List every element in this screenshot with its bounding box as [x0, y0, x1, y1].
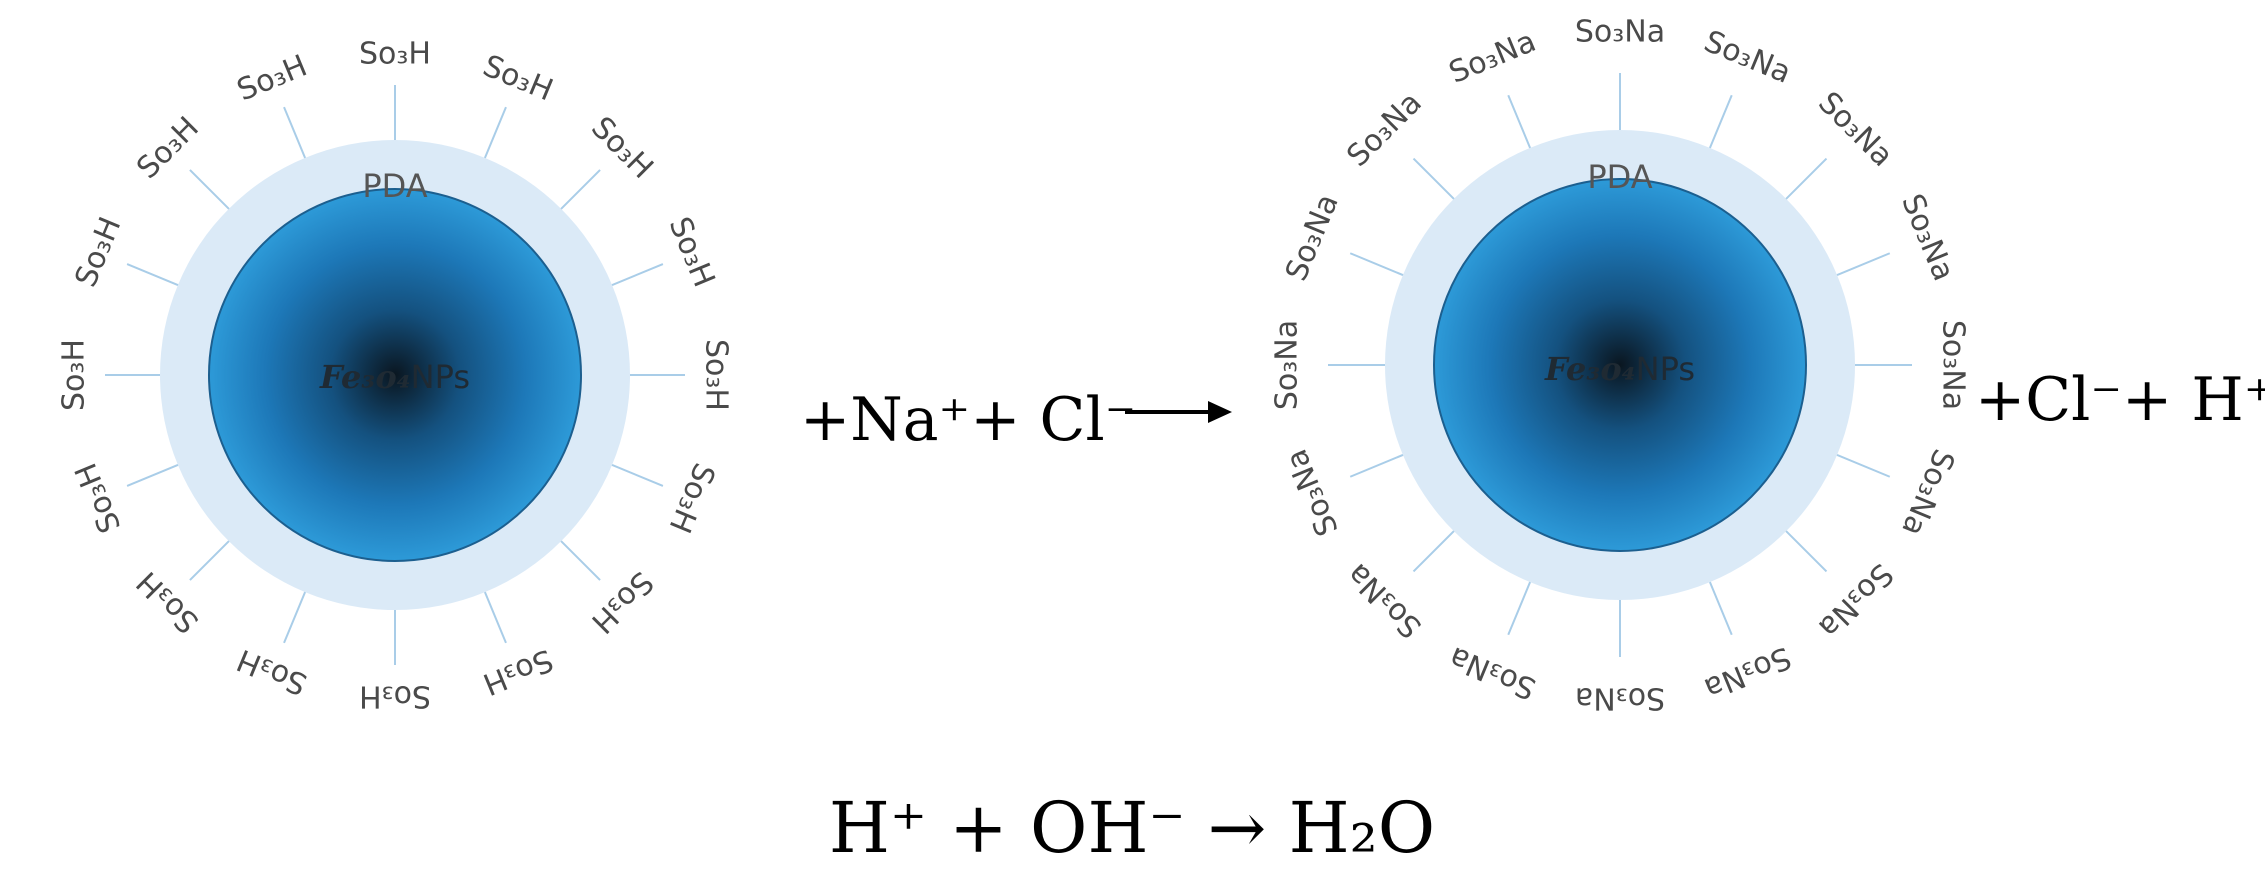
functional-group-label: So₃H: [68, 212, 128, 292]
functional-group-label: So₃H: [662, 212, 722, 292]
reactant-core-suffix: NPs: [411, 358, 470, 396]
functional-group-label: So₃Na: [1279, 444, 1346, 541]
functional-group-label: So₃Na: [1270, 320, 1305, 410]
byproducts-ions: +Cl⁻+ H⁺: [1975, 365, 2265, 435]
reactant-core: [208, 188, 582, 562]
functional-group-label: So₃H: [478, 48, 558, 108]
reaction-lhs-ions: +Na⁺+ Cl⁻: [800, 385, 1136, 455]
reactant-shell-label: PDA: [362, 167, 427, 205]
functional-group-label: So₃Na: [1699, 24, 1796, 91]
product-core-formula: Fe₃o₄: [1544, 350, 1636, 388]
functional-group-label: So₃H: [232, 642, 312, 702]
product-core-label: Fe₃o₄NPs: [1544, 350, 1695, 388]
functional-group-label: So₃H: [699, 339, 734, 411]
functional-group-label: So₃H: [232, 48, 312, 108]
functional-group-label: So₃Na: [1936, 320, 1971, 410]
reaction-arrow-icon: [1208, 401, 1232, 423]
functional-group-label: So₃H: [57, 339, 92, 411]
functional-group-label: So₃Na: [1699, 639, 1796, 706]
functional-group-label: So₃Na: [1575, 681, 1665, 716]
functional-group-label: So₃Na: [1444, 24, 1541, 91]
reactant-core-formula: Fe₃o₄: [319, 358, 411, 396]
functional-group-label: So₃Na: [1894, 189, 1961, 286]
neutralization-equation: H⁺ + OH⁻ → H₂O: [829, 787, 1435, 869]
functional-group-label: So₃H: [68, 458, 128, 538]
functional-group-label: So₃H: [478, 642, 558, 702]
reactant-core-label: Fe₃o₄NPs: [319, 358, 470, 396]
functional-group-label: So₃Na: [1444, 639, 1541, 706]
product-core: [1433, 178, 1807, 552]
functional-group-label: So₃H: [359, 679, 431, 714]
functional-group-label: So₃Na: [1279, 189, 1346, 286]
functional-group-label: So₃Na: [1575, 15, 1665, 50]
product-core-suffix: NPs: [1636, 350, 1695, 388]
functional-group-label: So₃Na: [1894, 444, 1961, 541]
functional-group-label: So₃H: [662, 458, 722, 538]
reactant-particle: So₃H So₃H So₃H So₃H So₃H So₃H So₃H So₃H So₃H So₃H…: [57, 37, 734, 714]
product-shell-label: PDA: [1587, 158, 1652, 196]
functional-group-label: So₃H: [359, 37, 431, 72]
